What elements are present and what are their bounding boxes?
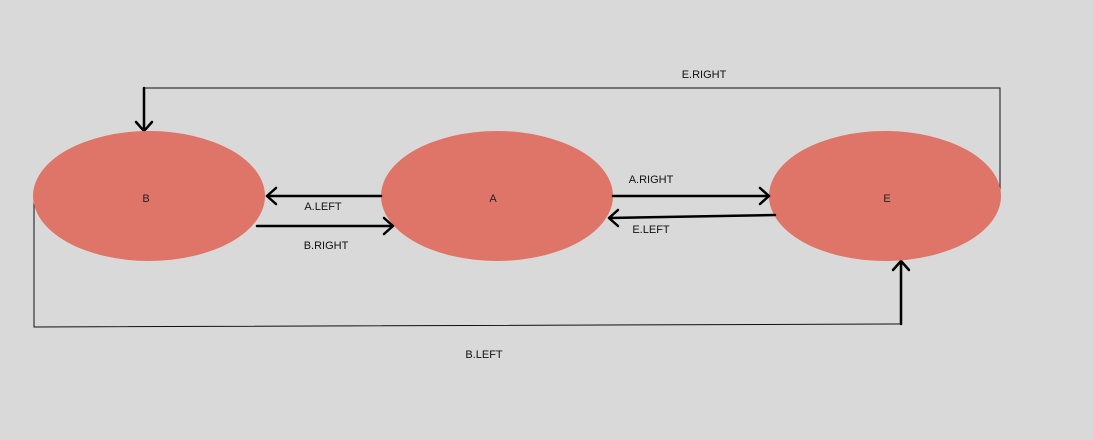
edge-e-right-line (144, 87, 1001, 196)
edge-a-left-arrowhead (265, 186, 278, 206)
edge-b-right-arrowhead (382, 216, 395, 236)
edge-b-right-label: B.RIGHT (304, 240, 349, 252)
node-b-label: B (142, 193, 149, 205)
edge-b-left-label: B.LEFT (465, 349, 503, 361)
edge-a-right-label: A.RIGHT (629, 174, 674, 186)
edge-e-left-label: E.LEFT (632, 224, 670, 236)
node-e-label: E (883, 193, 890, 205)
edge-e-left (607, 208, 777, 228)
node-a-shape (381, 131, 613, 261)
node-a: A (381, 131, 613, 261)
edge-b-left (33, 198, 911, 328)
edge-e-right-arrowhead (134, 120, 154, 133)
node-b-shape (33, 131, 265, 261)
edge-e-right-label: E.RIGHT (682, 69, 727, 81)
node-e: E (769, 131, 1001, 261)
edge-b-left-arrowhead (891, 259, 911, 272)
edge-a-left-label: A.LEFT (304, 201, 342, 213)
edge-a-left (265, 186, 383, 206)
edge-e-left-arrowhead (607, 208, 620, 228)
edge-a-right (611, 186, 771, 206)
node-b: B (33, 131, 265, 261)
edge-b-right (255, 216, 395, 236)
edge-e-right (134, 86, 1001, 196)
node-e-shape (769, 131, 1001, 261)
edge-a-right-arrowhead (758, 186, 771, 206)
node-a-label: A (489, 193, 497, 205)
edge-b-left-line (33, 198, 902, 328)
edge-e-left-shaft (607, 213, 777, 220)
